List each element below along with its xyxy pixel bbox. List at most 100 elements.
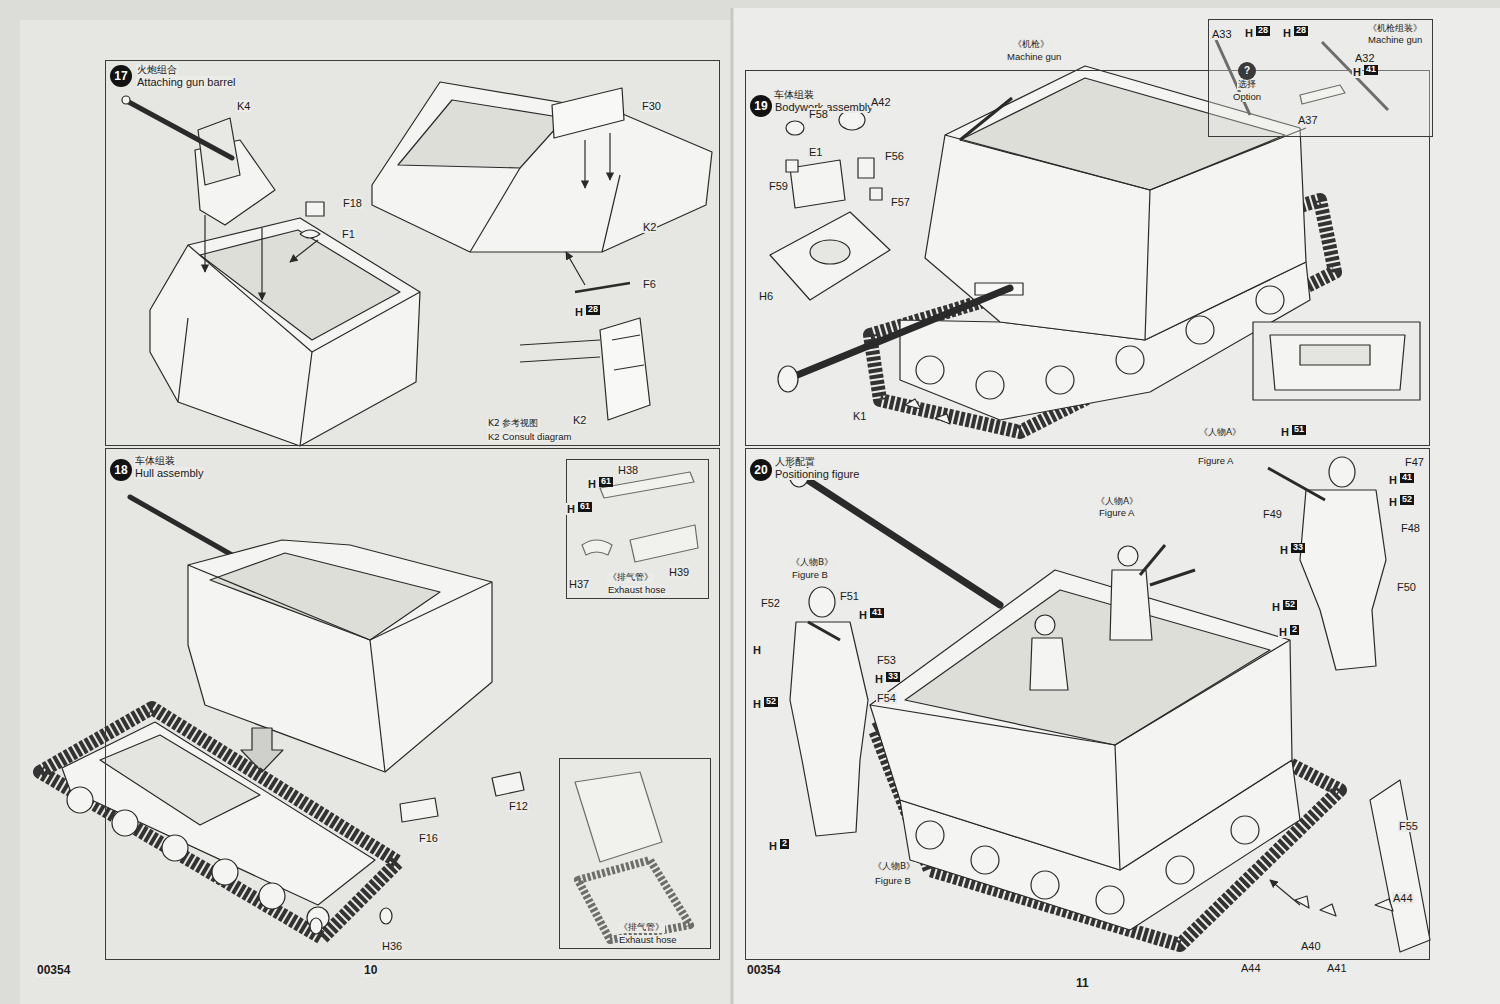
chinese-note: 《人物A》 <box>1198 428 1242 438</box>
title-chinese: 人形配置 <box>774 456 816 467</box>
chinese-note: 《人物B》 <box>872 862 916 872</box>
option-mark: ? <box>1238 62 1256 80</box>
part-number: F12 <box>508 800 529 812</box>
left-page <box>20 20 732 1004</box>
part-number: A40 <box>1300 940 1322 952</box>
title-chinese: 火炮组合 <box>136 64 178 75</box>
part-tree-letter: H <box>1280 426 1290 438</box>
part-number: H37 <box>568 578 590 590</box>
part-number: F47 <box>1404 456 1425 468</box>
step-panel: 车体组装Hull assembly18《排气管》Exhaust hose《排气管… <box>105 448 720 960</box>
step-number-text: 18 <box>114 464 127 476</box>
part-tree-number: 41 <box>1364 65 1378 75</box>
part-number: F56 <box>884 150 905 162</box>
part-tree-number: 41 <box>870 608 884 618</box>
title-chinese: 车体组装 <box>773 89 815 100</box>
part-tree-number: 28 <box>1256 26 1270 36</box>
page-gutter <box>731 8 734 1004</box>
inset-box: 《排气管》Exhaust hose <box>559 758 711 949</box>
inset-box: 《机枪组装》Machine gun? <box>1208 19 1433 137</box>
part-tree-number: 61 <box>578 502 592 512</box>
page-number: 11 <box>1075 977 1090 990</box>
chinese-note: 《人物A》 <box>1095 497 1139 507</box>
part-number: K4 <box>236 100 251 112</box>
step-number: 19 <box>750 95 772 117</box>
part-tree-letter: H <box>874 673 884 685</box>
title-chinese: 《机枪组装》 <box>1367 24 1423 34</box>
part-number: E1 <box>808 146 823 158</box>
title-english: Positioning figure <box>774 468 860 480</box>
part-number: A32 <box>1354 52 1376 64</box>
title-chinese: 车体组装 <box>134 455 176 466</box>
step-number-text: 19 <box>754 100 767 112</box>
part-number: F59 <box>768 180 789 192</box>
part-number: K1 <box>852 410 867 422</box>
part-number: F48 <box>1400 522 1421 534</box>
part-tree-letter: H <box>1352 66 1362 78</box>
english-note: Figure A <box>1098 508 1135 518</box>
part-tree-number: 33 <box>1291 543 1305 553</box>
english-note: Machine gun <box>1006 52 1062 62</box>
step-number: 18 <box>110 459 132 481</box>
part-number: A44 <box>1392 892 1414 904</box>
step20-art <box>789 457 1430 952</box>
step-number: 17 <box>110 65 132 87</box>
part-number: F52 <box>760 597 781 609</box>
part-tree-letter: H <box>858 609 868 621</box>
chinese-note: 《人物B》 <box>790 558 834 568</box>
part-number: F53 <box>876 654 897 666</box>
part-tree-number: 52 <box>1283 600 1297 610</box>
part-tree-letter: H <box>752 698 762 710</box>
part-number: F6 <box>642 278 657 290</box>
part-number: F51 <box>839 590 860 602</box>
step17-art <box>122 82 712 446</box>
part-tree-number: 28 <box>586 305 600 315</box>
english-note: Option <box>1232 92 1262 102</box>
part-number: F50 <box>1396 581 1417 593</box>
title-english: Exhaust hose <box>607 585 667 595</box>
page-number: 00354 <box>36 964 71 977</box>
part-tree-letter: H <box>1282 27 1292 39</box>
part-number: K2 <box>642 221 657 233</box>
part-number: F57 <box>890 196 911 208</box>
part-number: F1 <box>341 228 356 240</box>
title-english: Hull assembly <box>134 467 204 479</box>
part-number: A33 <box>1211 28 1233 40</box>
part-tree-letter: H <box>566 503 576 515</box>
part-number: A37 <box>1297 114 1319 126</box>
part-number: A44 <box>1240 962 1262 974</box>
page-number: 10 <box>363 964 378 977</box>
part-number: H38 <box>617 464 639 476</box>
part-number: K2 <box>572 414 587 426</box>
title-english: Attaching gun barrel <box>136 76 236 88</box>
english-note: K2 Consult diagram <box>487 432 572 442</box>
part-tree-number: 51 <box>1292 425 1306 435</box>
part-tree-letter: H <box>768 840 778 852</box>
part-tree-number: 41 <box>1400 473 1414 483</box>
part-number: H6 <box>758 290 774 302</box>
part-tree-letter: H <box>587 478 597 490</box>
part-tree-number: 33 <box>886 672 900 682</box>
part-tree-letter: H <box>1388 474 1398 486</box>
part-tree-number: 2 <box>1290 625 1299 635</box>
part-number: F54 <box>876 692 897 704</box>
part-tree-number: 52 <box>1400 495 1414 505</box>
title-chinese: 《排气管》 <box>618 923 665 933</box>
part-tree-letter: H <box>1271 601 1281 613</box>
part-tree-letter: H <box>1244 27 1254 39</box>
part-number: F55 <box>1398 820 1419 832</box>
part-number: A42 <box>870 96 892 108</box>
part-tree-number: 61 <box>599 477 613 487</box>
part-number: A41 <box>1326 962 1348 974</box>
part-number: F18 <box>342 197 363 209</box>
part-tree-letter: H <box>1388 496 1398 508</box>
english-note: Figure B <box>874 876 912 886</box>
part-number: F58 <box>808 108 829 120</box>
step-number-text: ? <box>1244 66 1250 76</box>
part-tree-number: 28 <box>1294 26 1308 36</box>
part-tree-letter: H <box>1279 544 1289 556</box>
part-number: F30 <box>641 100 662 112</box>
english-note: Figure B <box>791 570 829 580</box>
step-number-text: 17 <box>114 70 127 82</box>
